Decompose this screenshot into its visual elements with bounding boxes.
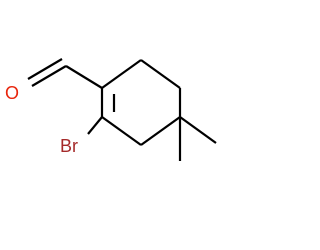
- bonds: [27, 58, 217, 161]
- bond-c6-c1: [101, 59, 142, 89]
- bromine-atom-label: Br: [60, 136, 78, 156]
- bond-c4-methyl-1: [179, 116, 217, 144]
- bond-c5-c6: [140, 59, 181, 89]
- oxygen-atom-label: O: [5, 83, 19, 103]
- bond-cho-o-a: [31, 65, 67, 87]
- bond-c2-br: [87, 116, 103, 135]
- bond-c3-c4: [140, 116, 181, 146]
- structure-diagram: O Br: [5, 58, 217, 161]
- bond-c1-cho: [65, 65, 103, 89]
- bond-c2-c3: [101, 116, 142, 146]
- bond-cho-o-b: [27, 58, 63, 80]
